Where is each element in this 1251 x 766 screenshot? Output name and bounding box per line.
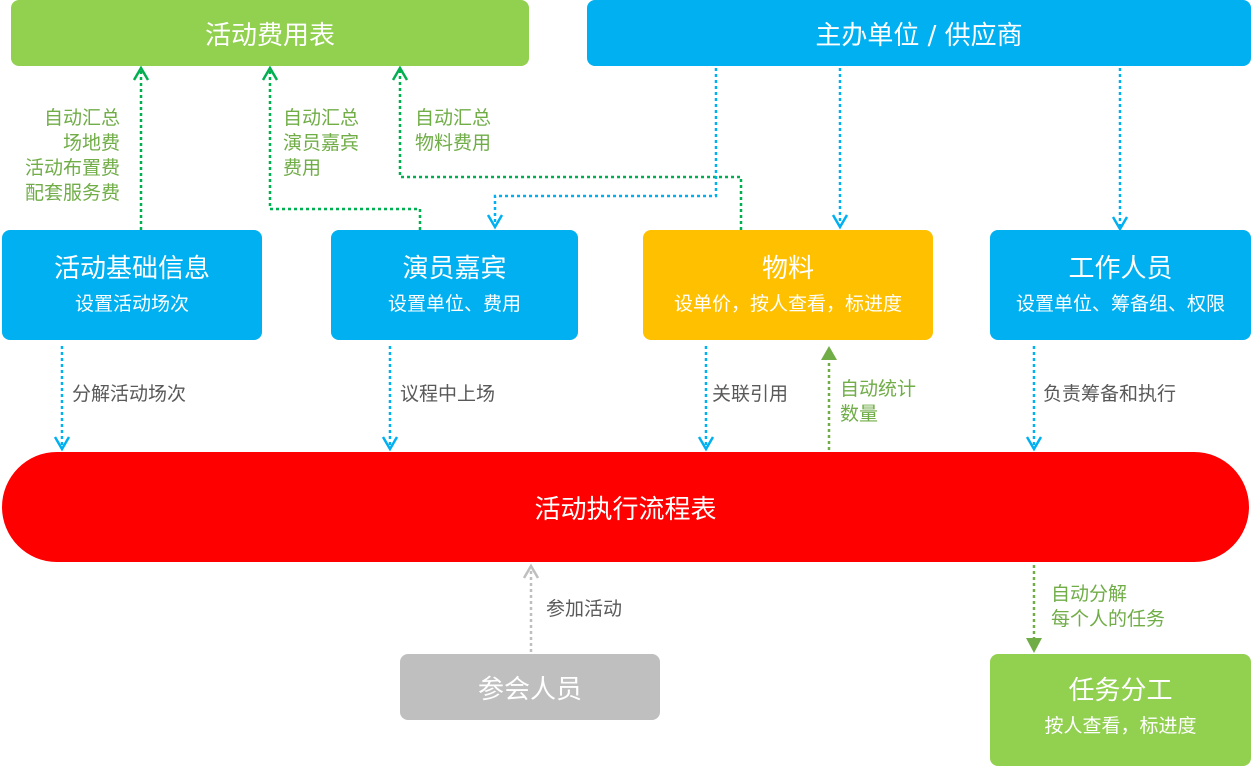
label-line: 自动汇总 xyxy=(43,107,120,129)
label-line: 关联引用 xyxy=(712,383,789,405)
label-reference: 关联引用 xyxy=(712,382,788,407)
arrow-organizer-to-staff xyxy=(1111,68,1129,232)
staff-title: 工作人员 xyxy=(1068,254,1173,284)
arrow-materials-to-flow xyxy=(697,346,715,452)
attendees-title: 参会人员 xyxy=(477,674,582,705)
label-summary-performer: 自动汇总 演员嘉宾 费用 xyxy=(283,106,359,181)
label-line: 每个人的任务 xyxy=(1051,608,1166,630)
label-auto-count: 自动统计 数量 xyxy=(840,377,916,427)
arrow-material-to-cost xyxy=(391,65,743,230)
materials-subtitle: 设单价，按人查看，标进度 xyxy=(673,293,902,315)
label-line: 自动汇总 xyxy=(415,107,492,129)
label-line: 活动布置费 xyxy=(24,157,120,179)
cost-table-box[interactable]: 活动费用表 xyxy=(11,0,529,66)
label-line: 场地费 xyxy=(62,132,120,154)
activity-info-box[interactable]: 活动基础信息 设置活动场次 xyxy=(2,230,262,340)
label-responsible: 负责筹备和执行 xyxy=(1043,382,1176,407)
label-line: 自动汇总 xyxy=(283,107,360,129)
label-line: 配套服务费 xyxy=(24,182,120,204)
arrow-flow-to-tasks xyxy=(1026,565,1042,653)
activity-info-subtitle: 设置活动场次 xyxy=(74,293,189,315)
arrow-flow-to-materials xyxy=(821,346,837,450)
materials-box[interactable]: 物料 设单价，按人查看，标进度 xyxy=(643,230,933,340)
arrow-organizer-to-performers xyxy=(486,68,718,230)
cost-table-title: 活动费用表 xyxy=(204,20,335,51)
label-participate: 参加活动 xyxy=(546,597,622,622)
label-auto-split: 自动分解 每个人的任务 xyxy=(1051,582,1165,632)
arrow-performer-to-cost xyxy=(261,65,422,230)
label-line: 负责筹备和执行 xyxy=(1043,383,1177,405)
label-line: 演员嘉宾 xyxy=(283,132,360,154)
label-summary-venue: 自动汇总 场地费 活动布置费 配套服务费 xyxy=(25,106,120,206)
label-split-sessions: 分解活动场次 xyxy=(72,382,186,407)
flow-table-box[interactable]: 活动执行流程表 xyxy=(2,452,1249,562)
label-line: 自动分解 xyxy=(1051,583,1128,605)
label-line: 物料费用 xyxy=(415,132,492,154)
performers-title: 演员嘉宾 xyxy=(402,254,507,284)
arrow-info-to-flow xyxy=(53,346,71,452)
attendees-box[interactable]: 参会人员 xyxy=(400,654,660,720)
label-line: 议程中上场 xyxy=(400,383,496,405)
arrow-organizer-to-materials xyxy=(831,68,849,230)
label-line: 费用 xyxy=(283,157,322,179)
activity-info-title: 活动基础信息 xyxy=(53,254,210,284)
label-summary-material: 自动汇总 物料费用 xyxy=(415,106,491,156)
organizer-box[interactable]: 主办单位 / 供应商 xyxy=(587,0,1251,66)
staff-subtitle: 设置单位、筹备组、权限 xyxy=(1015,293,1225,315)
label-line: 数量 xyxy=(840,403,879,425)
performers-subtitle: 设置单位、费用 xyxy=(387,293,521,315)
tasks-box[interactable]: 任务分工 按人查看，标进度 xyxy=(990,654,1251,766)
arrow-performers-to-flow xyxy=(381,346,399,452)
performers-box[interactable]: 演员嘉宾 设置单位、费用 xyxy=(331,230,578,340)
flow-table-title: 活动执行流程表 xyxy=(534,494,717,525)
organizer-title: 主办单位 / 供应商 xyxy=(815,20,1023,51)
arrow-venue-to-cost xyxy=(132,65,150,230)
label-line: 自动统计 xyxy=(840,378,917,400)
arrow-staff-to-flow xyxy=(1025,346,1043,452)
arrow-attendees-to-flow xyxy=(522,563,540,652)
label-line: 参加活动 xyxy=(546,598,623,620)
materials-title: 物料 xyxy=(761,254,814,284)
tasks-title: 任务分工 xyxy=(1068,676,1173,706)
staff-box[interactable]: 工作人员 设置单位、筹备组、权限 xyxy=(990,230,1251,340)
label-agenda: 议程中上场 xyxy=(400,382,495,407)
label-line: 分解活动场次 xyxy=(72,383,187,405)
tasks-subtitle: 按人查看，标进度 xyxy=(1044,715,1197,737)
